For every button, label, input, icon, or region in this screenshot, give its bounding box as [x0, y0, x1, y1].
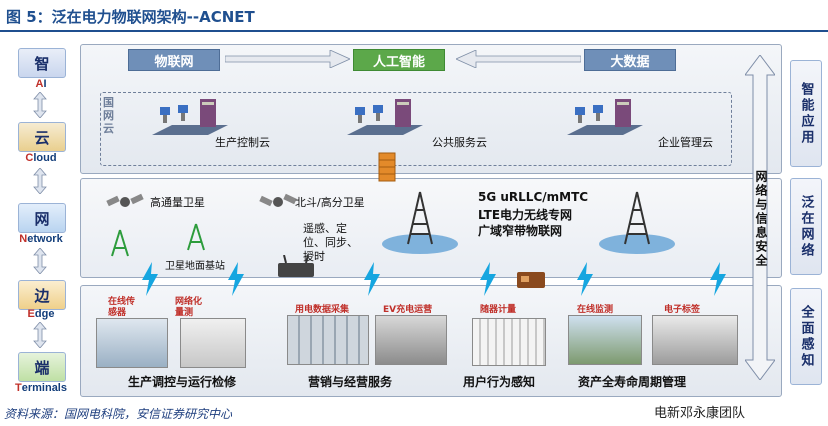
tier-terminals-box: 端	[18, 352, 66, 382]
group-asset-label: 资产全寿命周期管理	[578, 375, 687, 389]
tech-5g-label: 5G uRLLC/mMTC	[478, 190, 589, 204]
tier-cloud-label: Cloud	[25, 152, 57, 164]
tier-cloud-box: 云	[18, 122, 66, 152]
bigdata-box: 大数据	[584, 49, 676, 71]
antenna-icon	[111, 229, 129, 257]
server-cluster-icon	[567, 99, 643, 135]
ground-station-label: 卫星地面基站	[165, 261, 225, 272]
double-arrow-icon	[33, 168, 47, 194]
production-cloud-label: 生产控制云	[215, 136, 270, 149]
iot-box: 物联网	[128, 49, 220, 71]
tag-meter: 随器计量	[480, 305, 517, 315]
tier-network-label: Network	[19, 233, 63, 245]
security-arrow-icon	[745, 55, 775, 380]
guowang-label: 国网云	[103, 96, 114, 135]
server-cluster-icon	[152, 99, 228, 135]
arrow-right-icon	[225, 50, 350, 68]
edge-device-icon	[517, 272, 545, 288]
group-marketing-label: 营销与经营服务	[308, 375, 393, 389]
firewall-icon	[378, 152, 396, 182]
tech-nbiot-label: 广域窄带物联网	[478, 224, 563, 238]
tag-online-sensor: 在线传感器	[108, 297, 136, 318]
security-label: 网络与信息安全	[754, 170, 768, 268]
ev-charging-photo	[375, 315, 447, 365]
right-label-full-perception: 全面感知	[790, 288, 822, 385]
tier-ai-box: 智	[18, 48, 66, 78]
lightning-icon	[710, 262, 726, 296]
satellite-icon	[106, 193, 144, 207]
tag-e-label: 电子标签	[664, 305, 701, 315]
tier-ai-label: AI	[35, 78, 47, 90]
arrow-left-icon	[456, 50, 581, 68]
public-cloud-label: 公共服务云	[432, 136, 487, 149]
tier-terminals-label: Terminals	[15, 382, 67, 394]
powerline-photo	[180, 318, 246, 368]
ai-box: 人工智能	[353, 49, 445, 71]
group-production-label: 生产调控与运行检修	[128, 375, 237, 389]
wireless-tower-icon	[599, 191, 675, 254]
wireless-tower-icon	[382, 191, 458, 254]
meters-photo	[287, 315, 369, 365]
source-note: 资料来源：国网电科院，安信证券研究中心	[4, 407, 233, 421]
antenna-icon	[187, 223, 205, 251]
equipment-photo	[652, 315, 738, 365]
title-rule	[0, 30, 828, 32]
substation-photo	[96, 318, 168, 368]
beidou-satellite-label: 北斗/高分卫星	[295, 196, 365, 209]
high-throughput-satellite-label: 高通量卫星	[150, 196, 205, 209]
double-arrow-icon	[33, 322, 47, 348]
gateway-router-icon	[278, 255, 314, 277]
radiator-photo	[472, 318, 546, 366]
right-label-smart-app: 智能应用	[790, 60, 822, 167]
tier-network-box: 网	[18, 203, 66, 233]
satellite-services-label: 遥感、定位、同步、授时	[303, 222, 358, 263]
server-cluster-icon	[347, 99, 423, 135]
double-arrow-icon	[33, 92, 47, 118]
monitor-photo	[568, 315, 642, 365]
tag-networked-measure: 网络化量测	[175, 297, 203, 318]
guowang-cloud-area	[100, 92, 732, 166]
satellite-icon	[259, 193, 297, 207]
lightning-icon	[577, 262, 593, 296]
tier-edge-label: Edge	[27, 308, 55, 320]
tech-lte-label: LTE电力无线专网	[478, 208, 573, 222]
double-arrow-icon	[33, 248, 47, 274]
right-label-ubiquitous-network: 泛在网络	[790, 178, 822, 275]
figure-title: 图 5：泛在电力物联网架构--ACNET	[6, 8, 255, 26]
watermark: 电新邓永康团队	[654, 406, 746, 421]
lightning-icon	[142, 262, 158, 296]
tag-power-data-collect: 用电数据采集	[295, 305, 350, 315]
tier-edge-box: 边	[18, 280, 66, 310]
group-user-behavior-label: 用户行为感知	[463, 375, 536, 389]
tag-ev-charging: EV充电运营	[383, 305, 433, 315]
lightning-icon	[364, 262, 380, 296]
lightning-icon	[480, 262, 496, 296]
enterprise-cloud-label: 企业管理云	[658, 136, 713, 149]
lightning-icon	[228, 262, 244, 296]
tag-online-monitor: 在线监测	[577, 305, 614, 315]
